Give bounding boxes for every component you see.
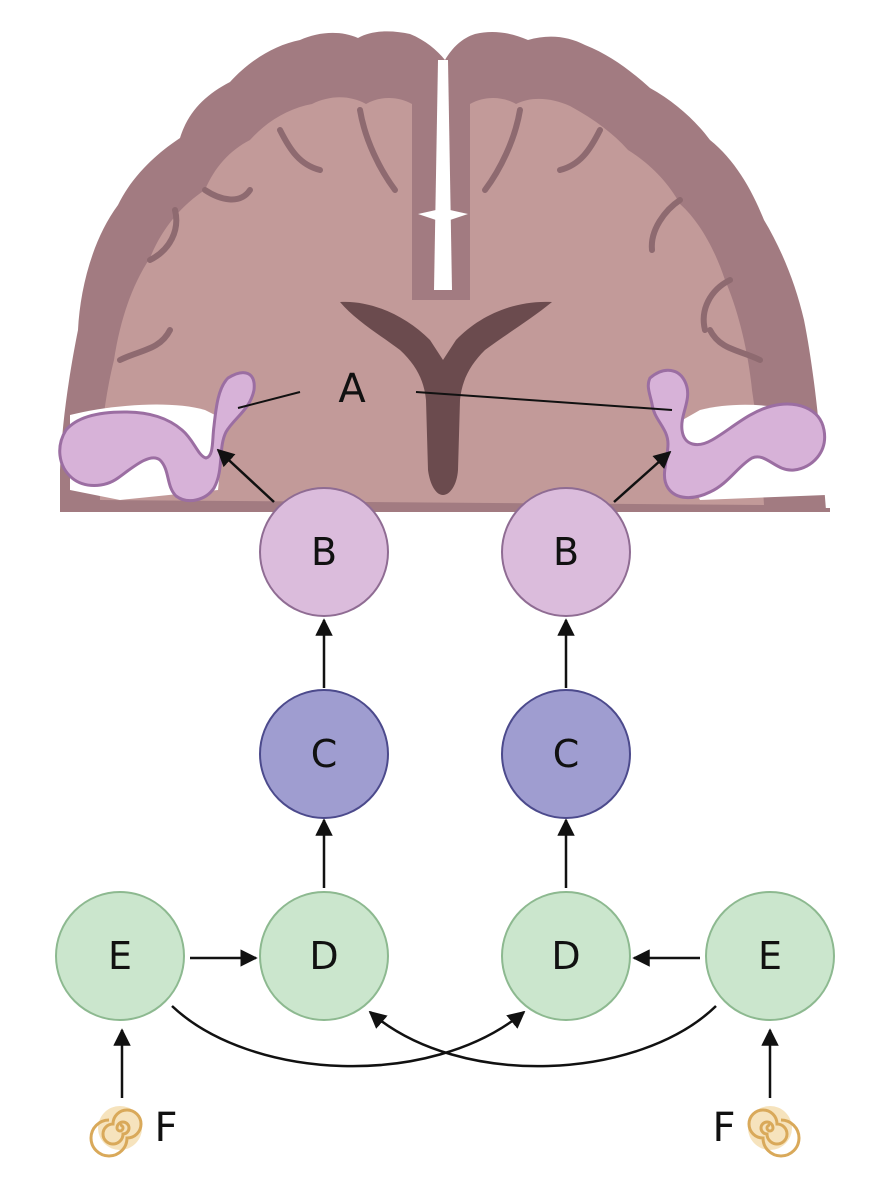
node-b-left-label: B — [311, 530, 337, 574]
node-c-right-label: C — [553, 732, 580, 776]
node-d-left: D — [259, 891, 389, 1021]
node-e-right-label: E — [758, 934, 782, 978]
fissure-star — [418, 190, 468, 240]
section-cut-edge — [60, 508, 830, 512]
node-c-left-label: C — [311, 732, 338, 776]
node-b-right: B — [501, 487, 631, 617]
arrow-b-right-to-cortex — [613, 450, 672, 503]
cortical-folds — [117, 107, 763, 363]
lateral-ventricles — [340, 301, 552, 495]
arrow-b-left-to-cortex — [216, 448, 275, 503]
node-e-left: E — [55, 891, 185, 1021]
arrow-e-right-to-d-left — [368, 1005, 717, 1068]
label-f-right: F — [712, 1105, 735, 1151]
node-b-right-label: B — [553, 530, 579, 574]
node-e-left-label: E — [108, 934, 132, 978]
node-b-left: B — [259, 487, 389, 617]
pointer-a-right — [415, 391, 673, 411]
node-e-right: E — [705, 891, 835, 1021]
auditory-cortex-left — [58, 371, 256, 503]
cochlea-spiral-icon — [89, 1106, 143, 1158]
node-d-left-label: D — [309, 934, 338, 978]
auditory-cortex-right — [646, 368, 827, 500]
pointer-a-left — [237, 391, 301, 409]
node-c-right: C — [501, 689, 631, 819]
node-d-right-label: D — [551, 934, 580, 978]
node-d-right: D — [501, 891, 631, 1021]
label-a: A — [338, 366, 366, 412]
longitudinal-fissure — [434, 60, 452, 290]
pathway-arrows — [113, 448, 779, 1098]
arrow-e-left-to-d-right — [171, 1005, 526, 1068]
white-matter — [99, 97, 764, 505]
cochlea-spiral-icon — [747, 1106, 801, 1158]
node-c-left: C — [259, 689, 389, 819]
label-f-left: F — [154, 1105, 177, 1151]
